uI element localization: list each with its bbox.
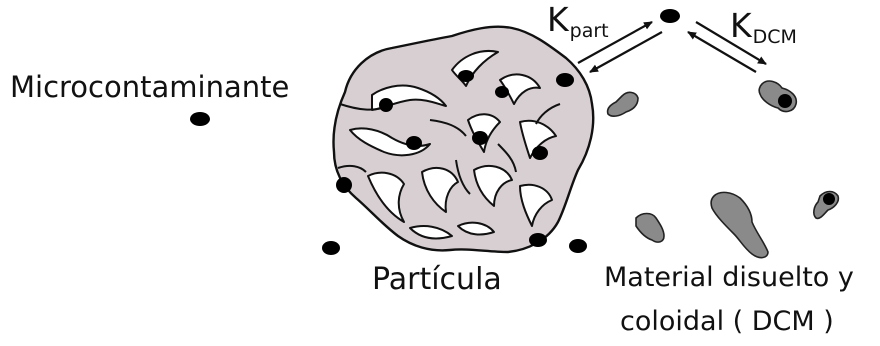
dcm-label-line2: coloidal ( DCM ) xyxy=(620,306,834,337)
dcm-blob xyxy=(759,81,796,111)
kpart-subscript: part xyxy=(570,20,609,42)
contaminant-dot xyxy=(495,86,509,98)
dcm-blobs xyxy=(608,81,839,258)
kdcm-subscript: DCM xyxy=(753,26,797,48)
dcm-blob xyxy=(636,214,664,243)
contaminant-dot xyxy=(406,136,422,150)
dcm-blob xyxy=(711,192,768,257)
contaminant-dot xyxy=(569,239,587,253)
contaminant-dot xyxy=(458,70,474,82)
contaminant-dot xyxy=(529,233,547,247)
dcm-label-line1: Material disuelto y xyxy=(604,262,854,293)
kdcm-label: KDCM xyxy=(730,6,797,45)
dcm-blob xyxy=(608,92,638,116)
contaminant-dot xyxy=(660,9,680,23)
microcontaminant-label: Microcontaminante xyxy=(10,70,289,104)
contaminant-dot xyxy=(778,94,792,108)
kpart-main: K xyxy=(547,0,569,39)
contaminant-dot xyxy=(823,193,835,205)
contaminant-dot xyxy=(336,177,352,193)
particle-label: Partícula xyxy=(372,262,502,297)
contaminant-dot xyxy=(556,73,574,87)
contaminant-dot xyxy=(379,98,393,112)
contaminant-dot xyxy=(532,146,548,160)
particle-aggregate xyxy=(333,27,593,252)
contaminant-dot xyxy=(472,131,488,145)
kpart-label: Kpart xyxy=(547,0,609,39)
contaminant-dot xyxy=(322,241,340,255)
contaminant-dot xyxy=(190,112,210,126)
kdcm-main: K xyxy=(730,6,752,45)
